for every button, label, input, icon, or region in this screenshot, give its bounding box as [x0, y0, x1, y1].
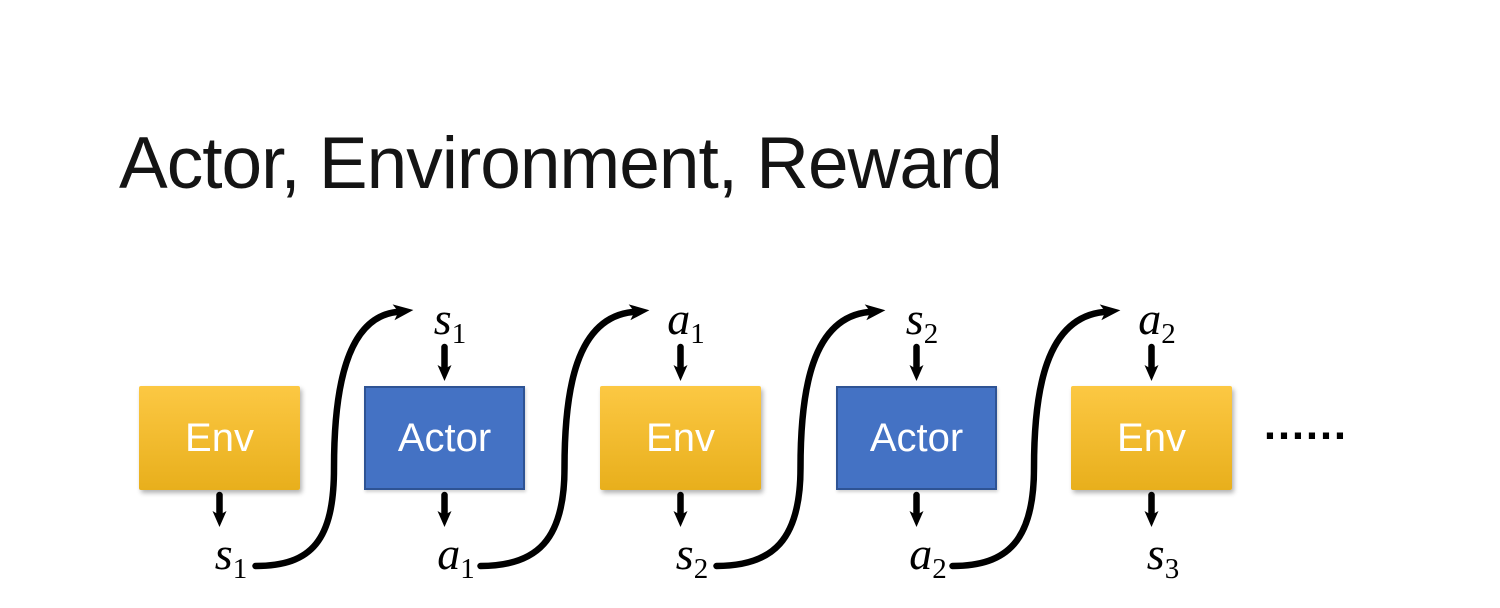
bottom-label-s3-base: s [1146, 528, 1165, 579]
top-label-a1-sub: 1 [690, 318, 705, 350]
bottom-label-a1-sub: 1 [460, 553, 475, 585]
actor-box-1-label: Actor [397, 415, 492, 460]
env-box-2-label: Env [646, 415, 715, 460]
bottom-label-s2: s2 [647, 528, 737, 584]
env-box-1-label: Env [185, 415, 254, 460]
top-label-s1: s1 [405, 293, 495, 349]
slide-title: Actor, Environment, Reward [119, 123, 1003, 204]
actor-box-1: Actor [364, 386, 525, 490]
top-label-a2-sub: 2 [1161, 318, 1176, 350]
continuation-ellipsis: …… [1262, 400, 1348, 449]
bottom-label-s1-base: s [214, 528, 233, 579]
bottom-label-s1: s1 [186, 528, 276, 584]
bottom-label-s1-sub: 1 [232, 553, 248, 585]
bottom-label-a2-sub: 2 [932, 553, 947, 585]
env-box-3: Env [1071, 386, 1232, 490]
bottom-label-a1: a1 [411, 528, 501, 584]
top-label-s2: s2 [877, 293, 967, 349]
env-box-1: Env [139, 386, 300, 490]
bottom-label-a2: a2 [883, 528, 973, 584]
top-label-a2-base: a [1138, 293, 1162, 344]
bottom-label-s2-sub: 2 [693, 553, 709, 585]
actor-box-2: Actor [836, 386, 997, 490]
actor-box-2-label: Actor [869, 415, 964, 460]
bottom-label-s3-sub: 3 [1164, 553, 1180, 585]
top-label-s2-base: s [905, 293, 924, 344]
bottom-label-s3: s3 [1118, 528, 1208, 584]
top-label-s1-base: s [433, 293, 452, 344]
bottom-label-a1-base: a [437, 528, 461, 579]
env-box-2: Env [600, 386, 761, 490]
top-label-a2: a2 [1112, 293, 1202, 349]
top-label-s2-sub: 2 [923, 318, 939, 350]
top-label-a1-base: a [667, 293, 691, 344]
top-label-a1: a1 [641, 293, 731, 349]
bottom-label-s2-base: s [675, 528, 694, 579]
bottom-label-a2-base: a [909, 528, 933, 579]
env-box-3-label: Env [1117, 415, 1186, 460]
top-label-s1-sub: 1 [451, 318, 467, 350]
